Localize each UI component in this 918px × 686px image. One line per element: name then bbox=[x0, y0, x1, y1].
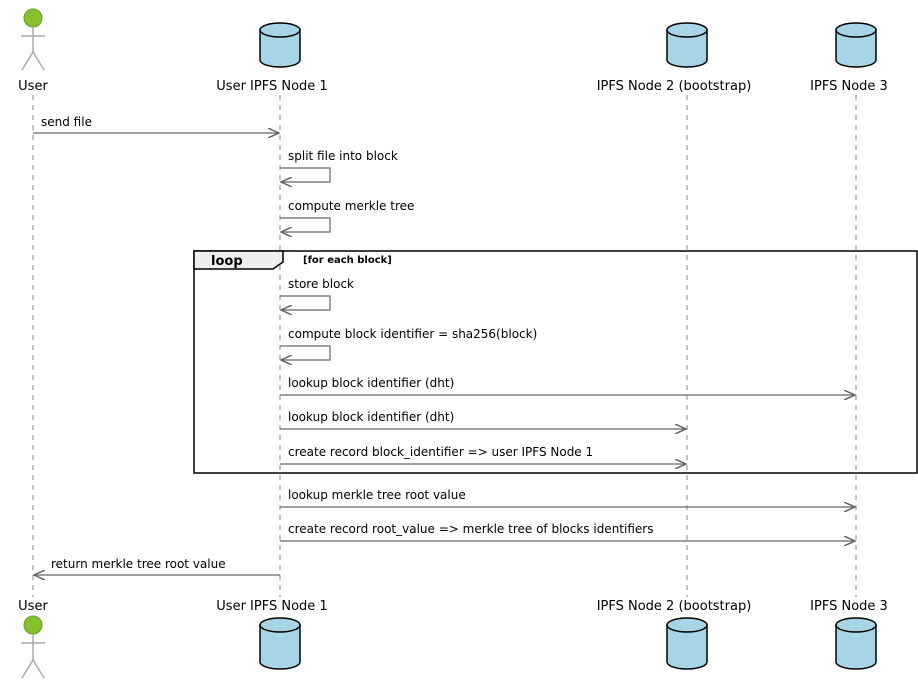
loop-frame bbox=[193, 250, 918, 474]
database-icon bbox=[835, 617, 877, 670]
participant-node1-bottom: User IPFS Node 1 bbox=[216, 599, 328, 670]
database-icon bbox=[259, 22, 301, 68]
message-arrow bbox=[280, 217, 331, 232]
participant-label-node3: IPFS Node 3 bbox=[810, 79, 888, 94]
messages: send file split file into block compute … bbox=[33, 115, 855, 575]
message-label: compute block identifier = sha256(block) bbox=[288, 327, 537, 341]
participant-label-node2: IPFS Node 2 (bootstrap) bbox=[597, 79, 752, 94]
message-arrow bbox=[280, 295, 331, 310]
participant-user-top: User bbox=[18, 8, 48, 94]
participant-label-node2: IPFS Node 2 (bootstrap) bbox=[597, 599, 752, 614]
participant-node2-bottom: IPFS Node 2 (bootstrap) bbox=[597, 599, 752, 670]
loop-keyword: loop bbox=[211, 254, 243, 269]
message-label: create record block_identifier => user I… bbox=[288, 445, 593, 459]
database-icon bbox=[666, 617, 708, 670]
message-label: lookup merkle tree root value bbox=[288, 488, 466, 502]
message-arrow bbox=[280, 167, 331, 182]
participant-node3-bottom: IPFS Node 3 bbox=[810, 599, 888, 670]
database-icon bbox=[666, 22, 708, 68]
message-label: return merkle tree root value bbox=[51, 557, 226, 571]
message-label: send file bbox=[41, 115, 92, 129]
message-label: create record root_value => merkle tree … bbox=[288, 522, 653, 536]
database-icon bbox=[259, 617, 301, 670]
loop-fragment: loop [for each block] bbox=[193, 250, 918, 474]
participant-node2-top: IPFS Node 2 (bootstrap) bbox=[597, 22, 752, 94]
message-label: compute merkle tree bbox=[288, 199, 414, 213]
participant-user-bottom: User bbox=[18, 599, 48, 679]
participant-label-user: User bbox=[18, 599, 48, 614]
loop-tab bbox=[193, 250, 284, 270]
message-label: store block bbox=[288, 277, 354, 291]
participant-node3-top: IPFS Node 3 bbox=[810, 22, 888, 94]
message-label: lookup block identifier (dht) bbox=[288, 410, 454, 424]
message-label: split file into block bbox=[288, 149, 398, 163]
user-actor-icon bbox=[21, 8, 45, 71]
participant-node1-top: User IPFS Node 1 bbox=[216, 22, 328, 94]
loop-guard: [for each block] bbox=[303, 255, 392, 266]
participant-label-node1: User IPFS Node 1 bbox=[216, 79, 327, 94]
message-label: lookup block identifier (dht) bbox=[288, 376, 454, 390]
database-icon bbox=[835, 22, 877, 68]
message-arrow bbox=[280, 345, 331, 360]
participant-label-node3: IPFS Node 3 bbox=[810, 599, 888, 614]
participant-label-node1: User IPFS Node 1 bbox=[216, 599, 327, 614]
user-actor-icon bbox=[21, 615, 45, 679]
participant-label-user: User bbox=[18, 79, 48, 94]
